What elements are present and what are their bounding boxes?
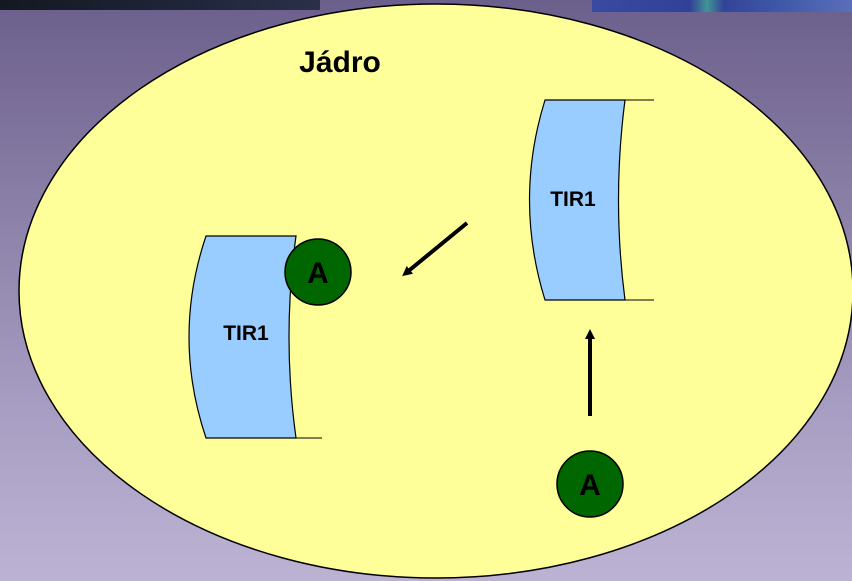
- nucleus-ellipse: [18, 3, 852, 579]
- auxin-free: A: [556, 450, 624, 518]
- header-image-left: [0, 0, 320, 10]
- receptor-tir1-bound: TIR1: [188, 235, 322, 439]
- auxin-label: A: [307, 257, 329, 290]
- nucleus-label: Jádro: [299, 46, 381, 79]
- header-image-right: [592, 0, 852, 12]
- receptor-tir1-free: TIR1: [528, 99, 654, 301]
- receptor-label: TIR1: [223, 322, 269, 345]
- auxin-bound: A: [284, 238, 352, 306]
- arrow-receptor-to-complex: [402, 221, 469, 277]
- auxin-label: A: [579, 469, 601, 502]
- receptor-label: TIR1: [550, 188, 596, 211]
